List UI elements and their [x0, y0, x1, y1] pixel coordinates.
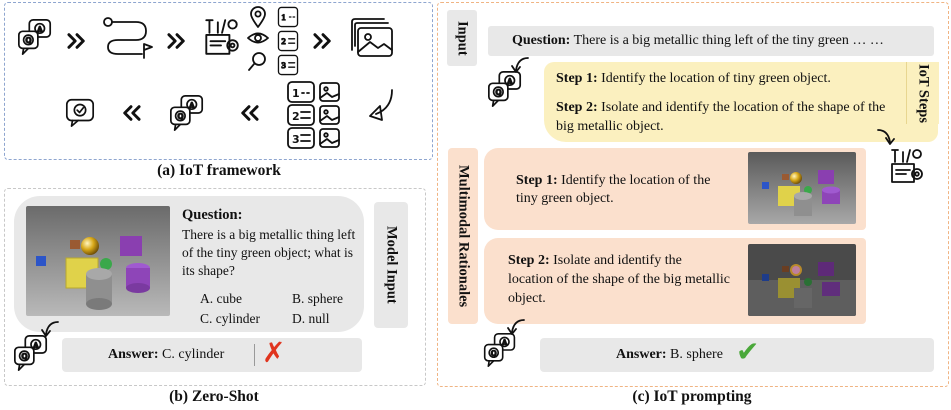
double-chevron-icon: [166, 32, 188, 50]
rationale-step-1-text: Identify the location of the tiny green …: [516, 173, 711, 206]
rationale-step-1: Step 1: Identify the location of the tin…: [516, 172, 726, 208]
iot-step-2-label: Step 2:: [556, 100, 598, 115]
images-icon: [351, 18, 393, 57]
iot-step-1-text: Identify the location of tiny green obje…: [601, 71, 831, 86]
svg-text:3: 3: [292, 133, 300, 146]
location-pin-icon: [250, 6, 266, 28]
svg-text:1: 1: [292, 87, 300, 100]
option-a: A. cube: [200, 291, 242, 306]
input-question-box: [488, 26, 934, 56]
eye-icon: [247, 32, 269, 44]
answer-iot-label: Answer:: [616, 347, 667, 362]
rationale-step-2-text: Isolate and identify the location of the…: [508, 253, 730, 306]
iot-step-1-label: Step 1:: [556, 71, 598, 86]
numbered-list-icon: [274, 6, 302, 28]
question-title: Question:: [182, 207, 243, 223]
double-chevron-icon: [312, 32, 334, 50]
check-chat-icon: [482, 332, 518, 368]
iot-steps-label: IoT Steps: [906, 62, 939, 124]
option-d: D. null: [292, 311, 330, 326]
answer-value: C. cylinder: [162, 347, 225, 362]
divider: [254, 344, 255, 366]
double-chevron-icon: [238, 104, 260, 122]
numbered-list-icon: [274, 54, 302, 76]
input-question-label: Question:: [512, 33, 571, 48]
iot-step-1: Step 1: Identify the location of tiny gr…: [556, 70, 896, 88]
answer-label: Answer:: [108, 347, 159, 362]
answer-box-zero-shot: [62, 338, 362, 372]
rationale-step-1-label: Step 1:: [516, 173, 558, 188]
chat-a-icon: [16, 18, 54, 56]
cross-mark-icon: ✗: [262, 336, 286, 369]
input-question: Question: There is a big metallic thing …: [512, 32, 884, 50]
list-with-images-icon: 1 2 3: [287, 81, 340, 149]
chat-a-icon: [168, 94, 206, 132]
answer-box-iot: [540, 338, 934, 372]
option-c: C. cylinder: [200, 311, 260, 326]
chat-a-icon: [486, 70, 524, 108]
iot-framework-panel: [4, 2, 433, 160]
double-chevron-icon: [120, 104, 142, 122]
panel-b-caption: (b) Zero-Shot: [169, 388, 259, 405]
iot-steps-box: [544, 62, 938, 142]
numbered-list-icon: [274, 30, 302, 52]
rationale-step-2-label: Step 2:: [508, 253, 550, 268]
clevr-scene-image: [26, 206, 170, 316]
iot-step-2: Step 2: Isolate and identify the locatio…: [556, 98, 904, 136]
answer-iot: Answer: B. sphere: [616, 346, 723, 364]
rationale-image-1: [748, 152, 856, 224]
zero-shot-panel: [4, 188, 426, 386]
model-input-label: Model Input: [374, 202, 408, 328]
rationale-step-2: Step 2: Isolate and identify the locatio…: [508, 251, 730, 308]
curved-arrow-icon: [369, 89, 393, 121]
multimodal-rationales-label: Multimodal Rationales: [448, 148, 478, 324]
toolbox-icon: [200, 16, 242, 58]
check-mark-icon: ✔: [736, 335, 760, 368]
input-question-text: There is a big metallic thing left of th…: [573, 33, 884, 48]
rationale-image-2: [748, 244, 856, 316]
sketch-arrow-icon: [41, 321, 59, 337]
svg-text:2: 2: [292, 110, 300, 123]
input-label: Input: [447, 10, 477, 66]
check-chat-icon: [64, 96, 96, 128]
route-icon: [103, 17, 153, 59]
toolbox-icon: [886, 146, 926, 186]
answer-iot-value: B. sphere: [670, 347, 723, 362]
sketch-arrow-icon: [877, 129, 895, 145]
chat-a-icon: [12, 334, 50, 372]
option-b: B. sphere: [292, 291, 343, 306]
panel-a-caption: (a) IoT framework: [157, 162, 281, 179]
question-text: There is a big metallic thing left of th…: [182, 227, 356, 278]
iot-step-2-text: Isolate and identify the location of the…: [556, 100, 886, 134]
answer-zero-shot: Answer: C. cylinder: [108, 346, 224, 364]
iot-prompting-panel: [437, 2, 949, 387]
magnifier-icon: [248, 52, 266, 71]
panel-c-caption: (c) IoT prompting: [632, 388, 752, 405]
double-chevron-icon: [66, 32, 88, 50]
